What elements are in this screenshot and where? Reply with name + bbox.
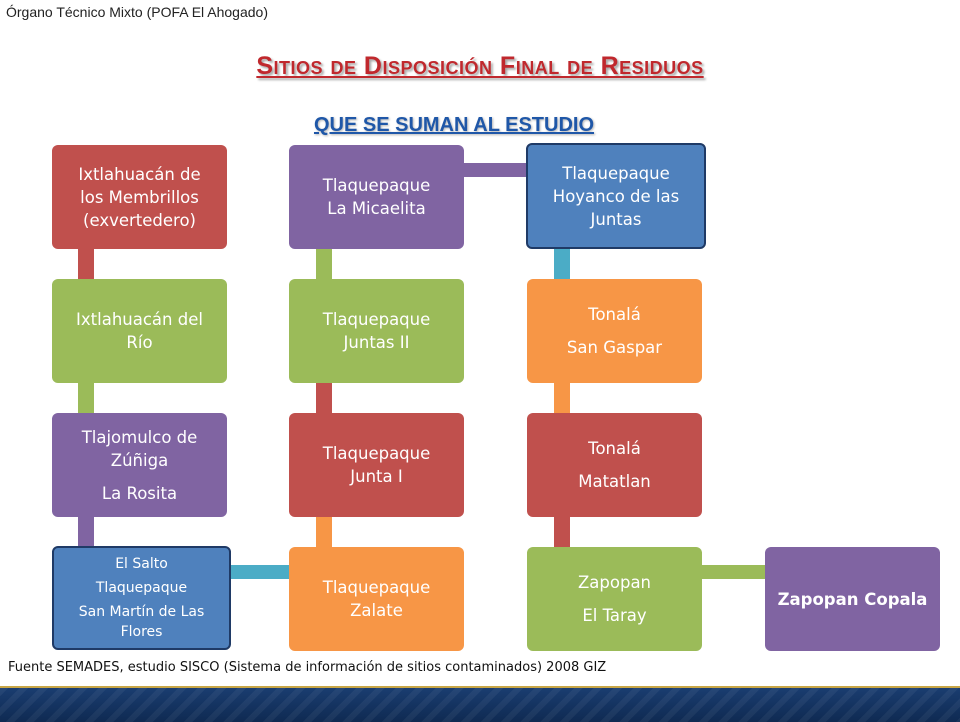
site-box-line: Zapopan xyxy=(577,573,652,592)
site-box-line: Zúñiga xyxy=(110,450,169,470)
site-box-line: Río xyxy=(126,333,153,352)
site-box-line: Tlaquepaque xyxy=(322,310,431,329)
site-box-line: El Salto xyxy=(115,556,168,572)
connector xyxy=(316,249,332,279)
site-box-line: Tlaquepaque xyxy=(322,578,431,597)
site-box-line: Ixtlahuacán de xyxy=(78,164,201,184)
site-box: Tonalá Matatlan xyxy=(527,413,702,517)
site-box: Tlaquepaque Zalate xyxy=(289,547,464,651)
site-box-line: Tlaquepaque xyxy=(322,176,431,195)
site-box: Tlaquepaque Juntas II xyxy=(289,279,464,383)
site-box: Tlaquepaque Junta I xyxy=(289,413,464,517)
site-box-line: Zalate xyxy=(350,601,403,620)
site-box: Ixtlahuacán del Río xyxy=(52,279,227,383)
site-box-line: los Membrillos xyxy=(80,187,199,207)
site-box-line: La Rosita xyxy=(101,483,178,503)
site-box-line: San Gaspar xyxy=(566,338,663,357)
site-box: Tlaquepaque La Micaelita xyxy=(289,145,464,249)
site-box-line: Tonalá xyxy=(588,305,641,324)
footer-pattern xyxy=(0,688,960,722)
site-box-line: Matatlan xyxy=(578,472,651,491)
connector xyxy=(554,383,570,413)
footer-band xyxy=(0,686,960,722)
site-box-line: Zapopan Copala xyxy=(777,589,928,609)
site-box-line: Tlajomulco de xyxy=(81,427,198,447)
site-box-line: Tlaquepaque xyxy=(322,444,431,463)
site-box-line: San Martín de Las xyxy=(78,604,205,620)
site-box: Ixtlahuacán de los Membrillos (exvertede… xyxy=(52,145,227,249)
page-subtitle: QUE SE SUMAN AL ESTUDIO xyxy=(313,114,595,136)
site-box: Tlaquepaque Hoyanco de las Juntas xyxy=(526,143,706,249)
site-box: Zapopan Copala xyxy=(765,547,940,651)
connector xyxy=(78,517,94,547)
connector xyxy=(231,565,289,579)
connector xyxy=(702,565,765,579)
site-box-line: Tlaquepaque xyxy=(95,580,188,596)
page-title: Sitios de Disposición Final de Residuos xyxy=(256,52,704,80)
site-box-line: (exvertedero) xyxy=(83,210,196,230)
site-box-line: Junta I xyxy=(350,467,403,486)
connector xyxy=(554,249,570,279)
connector xyxy=(464,163,527,177)
site-box-line: La Micaelita xyxy=(327,199,426,218)
site-box-line: Juntas xyxy=(590,209,642,229)
connector xyxy=(78,249,94,279)
site-box: El Salto Tlaquepaque San Martín de Las F… xyxy=(52,546,231,650)
connector xyxy=(316,383,332,413)
site-box-line: Juntas II xyxy=(343,333,410,352)
connector xyxy=(316,517,332,547)
site-box-line: Flores xyxy=(120,624,163,640)
site-box-line: Ixtlahuacán del xyxy=(76,310,203,329)
site-box-line: Hoyanco de las xyxy=(552,186,680,206)
site-box-line: Tlaquepaque xyxy=(562,163,670,183)
site-box-line: El Taray xyxy=(582,606,647,625)
connector xyxy=(554,517,570,547)
header-note: Órgano Técnico Mixto (POFA El Ahogado) xyxy=(6,4,268,20)
site-box: Tonalá San Gaspar xyxy=(527,279,702,383)
connector xyxy=(78,383,94,413)
site-box: Zapopan El Taray xyxy=(527,547,702,651)
source-note: Fuente SEMADES, estudio SISCO (Sistema d… xyxy=(8,660,607,675)
site-box: Tlajomulco de Zúñiga La Rosita xyxy=(52,413,227,517)
site-box-line: Tonalá xyxy=(588,439,641,458)
